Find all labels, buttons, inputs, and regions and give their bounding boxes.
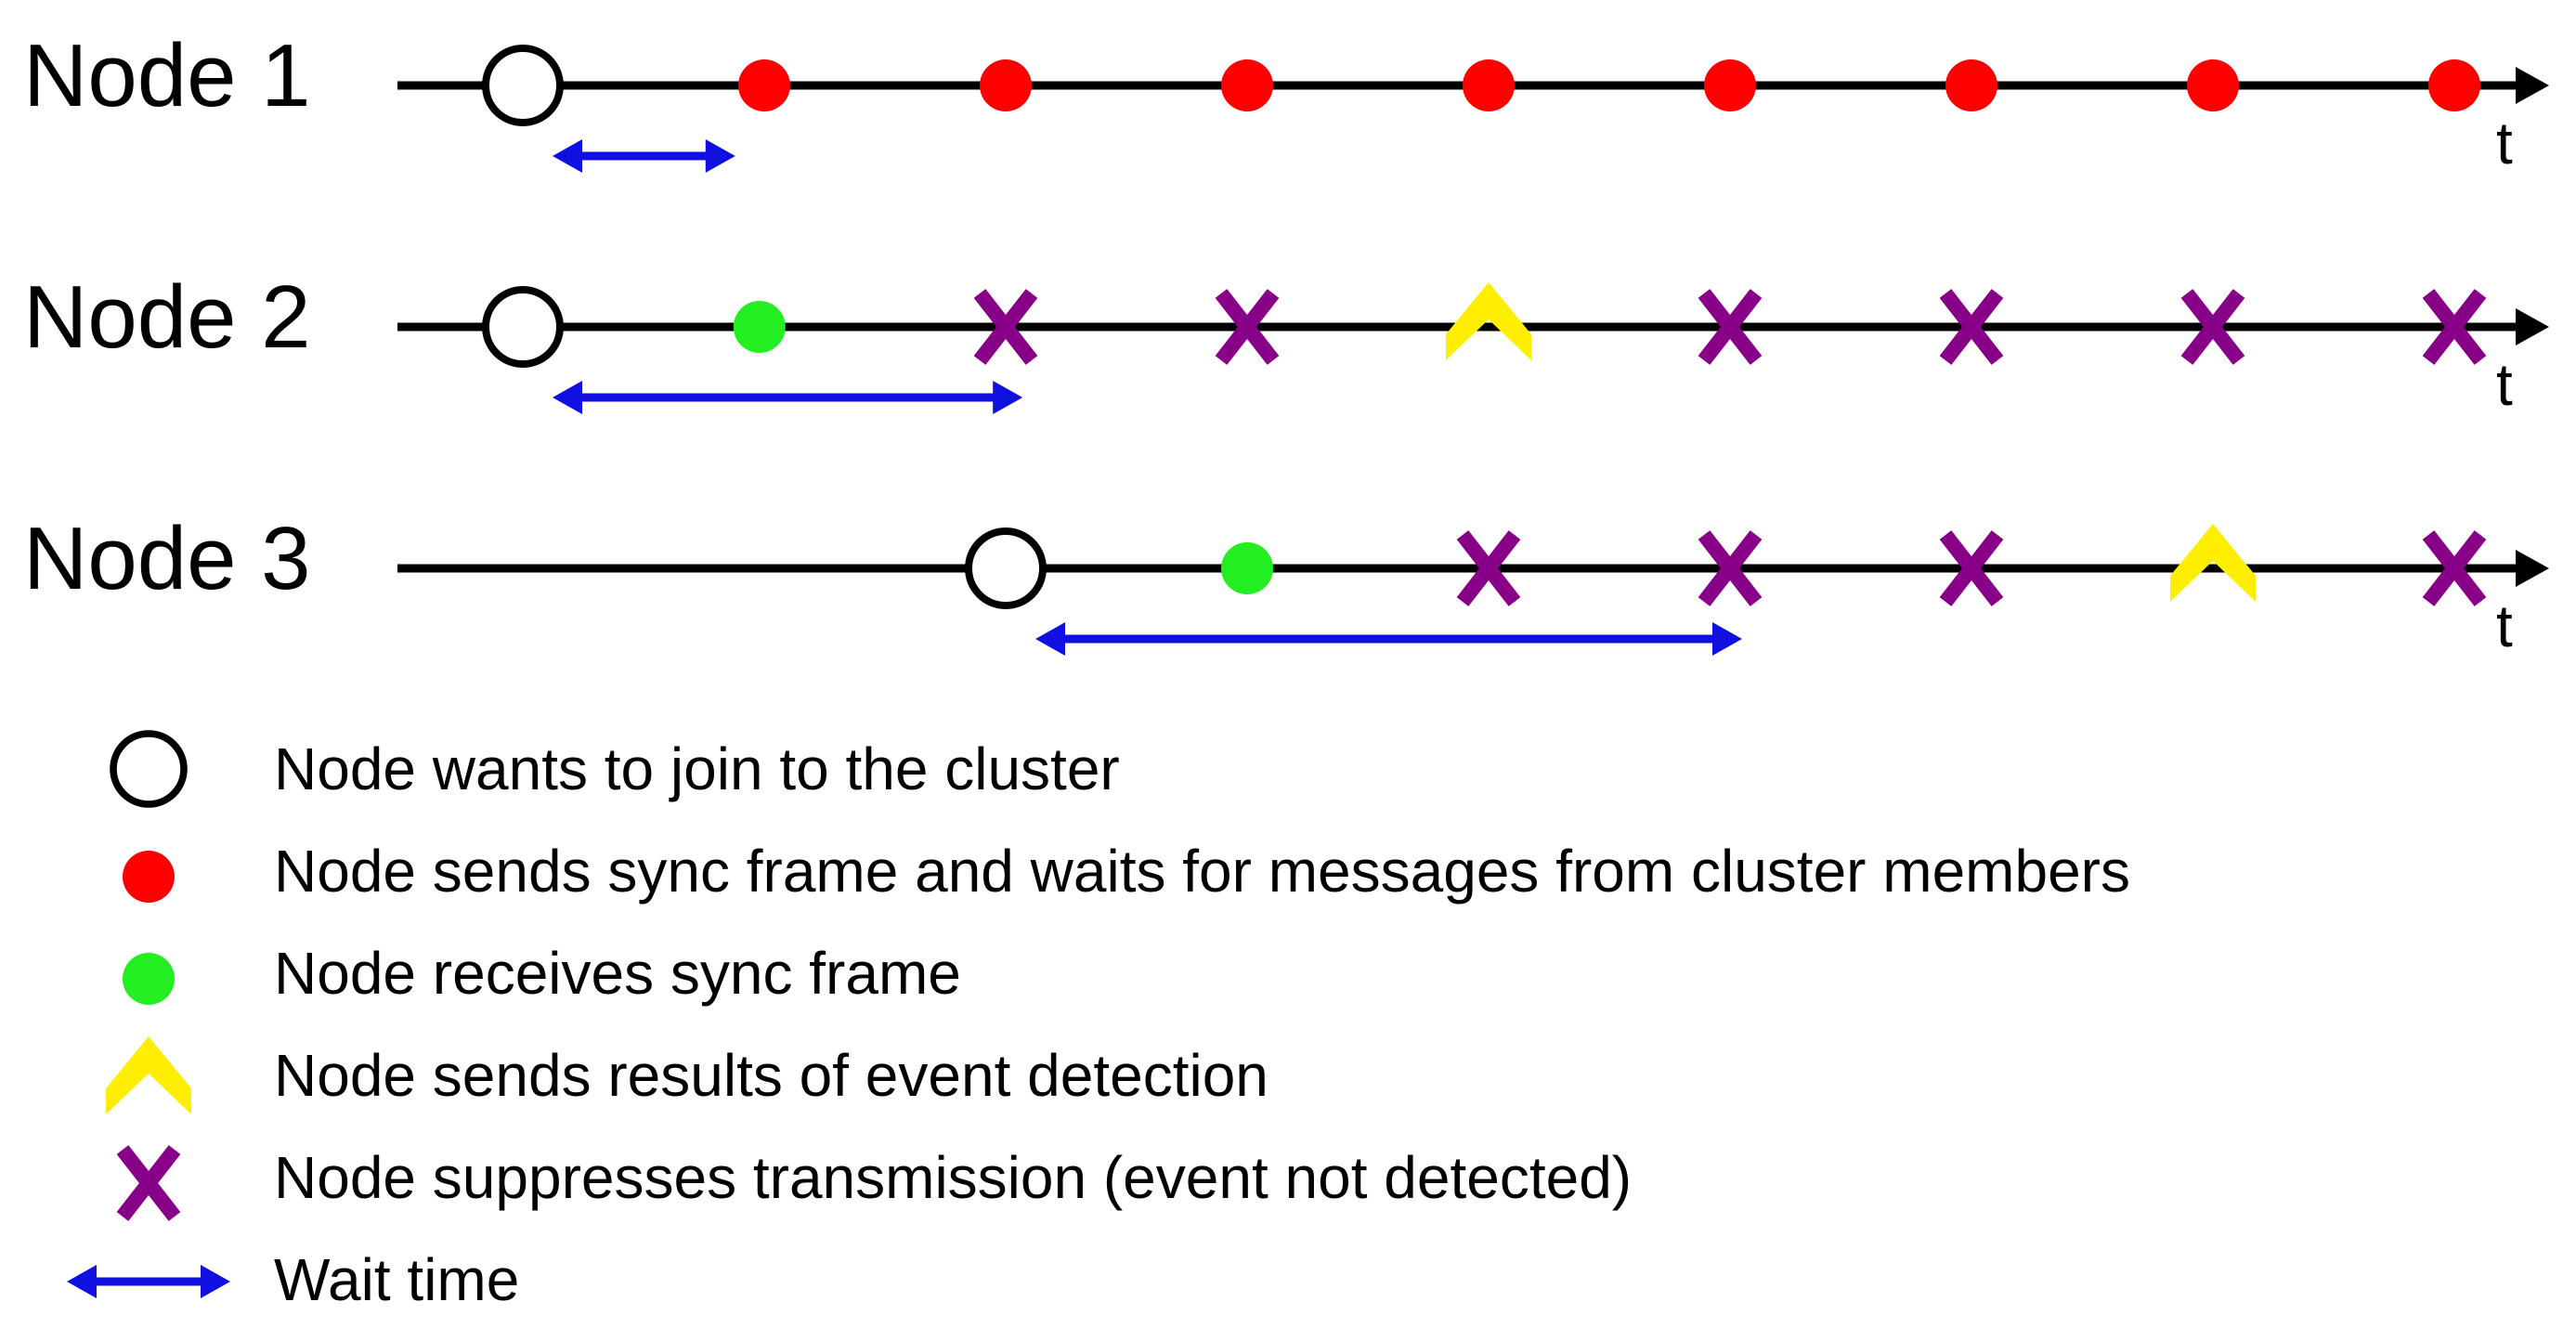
event-marker-sync-send — [1221, 59, 1273, 111]
legend-item-suppress: Node suppresses transmission (event not … — [116, 1144, 1632, 1221]
event-marker-suppress — [1215, 289, 1280, 365]
event-marker-send-results — [2170, 524, 2256, 602]
timeline-node-2: Node 2 t — [23, 267, 2549, 418]
event-marker-suppress — [1698, 530, 1763, 606]
event-marker-sync-send — [1463, 59, 1515, 111]
legend-icon-sync-receive — [123, 953, 175, 1005]
legend-label: Wait time — [274, 1246, 519, 1313]
event-marker-sync-receive — [733, 301, 786, 353]
legend-item-sync-send: Node sends sync frame and waits for mess… — [123, 838, 2130, 905]
event-marker-sync-send — [738, 59, 790, 111]
legend-label: Node sends sync frame and waits for mess… — [274, 838, 2130, 905]
event-marker-suppress — [1939, 289, 2004, 365]
event-marker-suppress — [2422, 289, 2487, 365]
wait-time-arrow — [1035, 622, 1742, 656]
legend-icon-wait — [67, 1265, 230, 1298]
event-marker-send-results — [1446, 282, 1531, 360]
event-marker-sync-send — [1704, 59, 1756, 111]
time-axis-label: t — [2496, 351, 2513, 418]
event-marker-suppress — [1939, 530, 2004, 606]
event-marker-sync-send — [2187, 59, 2239, 111]
legend-item-send-results: Node sends results of event detection — [106, 1036, 1268, 1114]
event-marker-suppress — [1698, 289, 1763, 365]
timeline-node-3: Node 3 t — [23, 509, 2549, 659]
event-marker-sync-receive — [1221, 542, 1273, 594]
wait-time-arrow — [553, 381, 1023, 414]
legend-label: Node receives sync frame — [274, 940, 961, 1007]
legend-label: Node wants to join to the cluster — [274, 736, 1120, 802]
legend-icon-sync-send — [123, 851, 175, 903]
legend-label: Node sends results of event detection — [274, 1042, 1268, 1109]
legend-label: Node suppresses transmission (event not … — [274, 1144, 1632, 1211]
time-axis-label: t — [2496, 592, 2513, 659]
timeline-label: Node 2 — [23, 267, 311, 367]
legend-icon-send-results — [106, 1036, 191, 1114]
event-marker-suppress — [1456, 530, 1521, 606]
timeline-label: Node 3 — [23, 509, 311, 608]
time-axis-arrowhead — [2516, 550, 2549, 587]
time-axis-label: t — [2496, 110, 2513, 176]
timeline-label: Node 1 — [23, 26, 311, 125]
event-marker-join — [482, 286, 564, 368]
timeline-node-1: Node 1 t — [23, 26, 2549, 176]
time-axis-arrowhead — [2516, 308, 2549, 345]
event-marker-suppress — [973, 289, 1038, 365]
time-axis-arrowhead — [2516, 67, 2549, 104]
event-marker-sync-send — [1945, 59, 1997, 111]
event-marker-suppress — [2422, 530, 2487, 606]
event-marker-join — [482, 45, 564, 126]
wait-time-arrow — [553, 139, 735, 173]
legend-icon-suppress — [116, 1145, 181, 1221]
legend-item-join: Node wants to join to the cluster — [110, 730, 1120, 808]
event-marker-join — [965, 527, 1047, 609]
event-marker-suppress — [2180, 289, 2245, 365]
event-marker-sync-send — [2428, 59, 2480, 111]
legend-item-wait: Wait time — [67, 1246, 519, 1313]
legend-icon-join — [110, 730, 188, 808]
event-marker-sync-send — [980, 59, 1032, 111]
legend-item-sync-receive: Node receives sync frame — [123, 940, 961, 1007]
